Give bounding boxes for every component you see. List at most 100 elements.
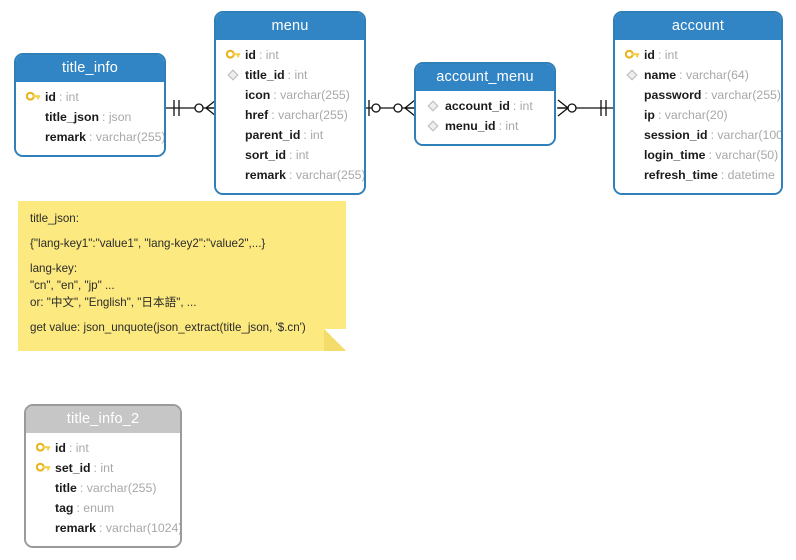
entity-account-header: account — [615, 13, 781, 40]
field-type: : varchar(64) — [679, 68, 749, 82]
no-icon — [224, 167, 242, 183]
field-name: title — [55, 481, 77, 495]
field-name: tag — [55, 501, 74, 515]
relationship-menu-account_menu[interactable] — [365, 96, 417, 120]
field-name: remark — [55, 521, 97, 535]
note-line: or: "中文", "English", "日本語", ... — [30, 296, 197, 309]
field-row[interactable]: remark: varchar(255) — [24, 127, 164, 147]
diamond-icon — [424, 98, 442, 114]
field-row[interactable]: remark: varchar(1024) — [34, 518, 180, 538]
entity-menu[interactable]: menu id: int — [214, 11, 366, 195]
field-type: : varchar(255) — [89, 130, 166, 144]
field-name: sort_id — [245, 148, 286, 162]
entity-account_menu[interactable]: account_menu account_id: int menu_id: in… — [414, 62, 556, 146]
no-icon — [224, 87, 242, 103]
key-icon — [34, 440, 52, 456]
field-type: : varchar(255) — [271, 108, 348, 122]
field-name: ip — [644, 108, 655, 122]
note-line: {"lang-key1":"value1", "lang-key2":"valu… — [30, 237, 266, 250]
field-type: : varchar(1024) — [99, 521, 182, 535]
field-type: : int — [58, 90, 79, 104]
field-row[interactable]: id: int — [623, 45, 773, 65]
field-type: : varchar(255) — [289, 168, 366, 182]
key-icon — [24, 89, 42, 105]
field-row[interactable]: session_id: varchar(100) — [623, 125, 781, 145]
entity-title_info_2[interactable]: title_info_2 id: int — [24, 404, 182, 548]
field-type: : varchar(50) — [708, 148, 779, 162]
diamond-icon — [623, 67, 641, 83]
entity-title_info[interactable]: title_info id: int title_json: json — [14, 53, 166, 157]
field-type: : enum — [76, 501, 115, 515]
no-icon — [224, 107, 242, 123]
no-icon — [224, 147, 242, 163]
field-type: : json — [101, 110, 132, 124]
no-icon — [623, 147, 641, 163]
note-line: title_json: — [30, 212, 79, 225]
field-name: id — [45, 90, 56, 104]
key-icon — [34, 460, 52, 476]
key-icon — [623, 47, 641, 63]
field-type: : int — [287, 68, 308, 82]
field-row[interactable]: ip: varchar(20) — [623, 105, 773, 125]
field-row[interactable]: password: varchar(255) — [623, 85, 781, 105]
field-type: : int — [657, 48, 678, 62]
field-row[interactable]: icon: varchar(255) — [224, 85, 356, 105]
field-row[interactable]: refresh_time: datetime — [623, 165, 775, 185]
field-name: session_id — [644, 128, 708, 142]
field-row[interactable]: name: varchar(64) — [623, 65, 773, 85]
field-name: set_id — [55, 461, 91, 475]
field-row[interactable]: parent_id: int — [224, 125, 356, 145]
field-name: title_json — [45, 110, 99, 124]
field-row[interactable]: id: int — [24, 87, 156, 107]
field-name: id — [644, 48, 655, 62]
field-row[interactable]: login_time: varchar(50) — [623, 145, 778, 165]
field-row[interactable]: title_json: json — [24, 107, 156, 127]
entity-title_info_2-header: title_info_2 — [26, 406, 180, 433]
no-icon — [623, 167, 641, 183]
entity-menu-fields: id: int title_id: int icon: varchar(255)… — [216, 40, 364, 193]
field-row[interactable]: title_id: int — [224, 65, 356, 85]
field-name: parent_id — [245, 128, 301, 142]
entity-title_info_2-fields: id: int set_id: int title: varchar(255) — [26, 433, 180, 546]
field-row[interactable]: href: varchar(255) — [224, 105, 356, 125]
no-icon — [224, 127, 242, 143]
field-type: : varchar(255) — [704, 88, 781, 102]
no-icon — [24, 109, 42, 125]
field-row[interactable]: title: varchar(255) — [34, 478, 172, 498]
field-name: remark — [45, 130, 87, 144]
field-type: : datetime — [720, 168, 775, 182]
no-icon — [34, 480, 52, 496]
entity-account_menu-header: account_menu — [416, 64, 554, 91]
note-content: title_json: {"lang-key1":"value1", "lang… — [18, 201, 346, 341]
note-fold-corner-icon — [324, 329, 346, 351]
field-row[interactable]: id: int — [224, 45, 356, 65]
field-row[interactable]: menu_id: int — [424, 116, 546, 136]
field-name: title_id — [245, 68, 285, 82]
field-name: account_id — [445, 99, 510, 113]
field-row[interactable]: account_id: int — [424, 96, 546, 116]
note-line: "cn", "en", "jp" ... — [30, 279, 115, 292]
field-type: : int — [258, 48, 279, 62]
field-row[interactable]: tag: enum — [34, 498, 172, 518]
field-type: : int — [93, 461, 114, 475]
field-row[interactable]: set_id: int — [34, 458, 172, 478]
field-name: name — [644, 68, 677, 82]
field-name: icon — [245, 88, 271, 102]
field-row[interactable]: remark: varchar(255) — [224, 165, 364, 185]
field-name: menu_id — [445, 119, 496, 133]
entity-title_info-fields: id: int title_json: json remark: varchar… — [16, 82, 164, 155]
field-type: : int — [289, 148, 309, 162]
relationship-title_info-menu[interactable] — [166, 96, 218, 120]
entity-account[interactable]: account id: int — [613, 11, 783, 195]
relationship-account_menu-account[interactable] — [557, 96, 615, 120]
field-type: : int — [68, 441, 89, 455]
entity-title_info-header: title_info — [16, 55, 164, 82]
no-icon — [34, 500, 52, 516]
field-row[interactable]: sort_id: int — [224, 145, 356, 165]
field-row[interactable]: id: int — [34, 438, 172, 458]
field-type: : varchar(255) — [79, 481, 157, 495]
no-icon — [34, 520, 52, 536]
no-icon — [24, 129, 42, 145]
note-title_json[interactable]: title_json: {"lang-key1":"value1", "lang… — [18, 201, 346, 351]
